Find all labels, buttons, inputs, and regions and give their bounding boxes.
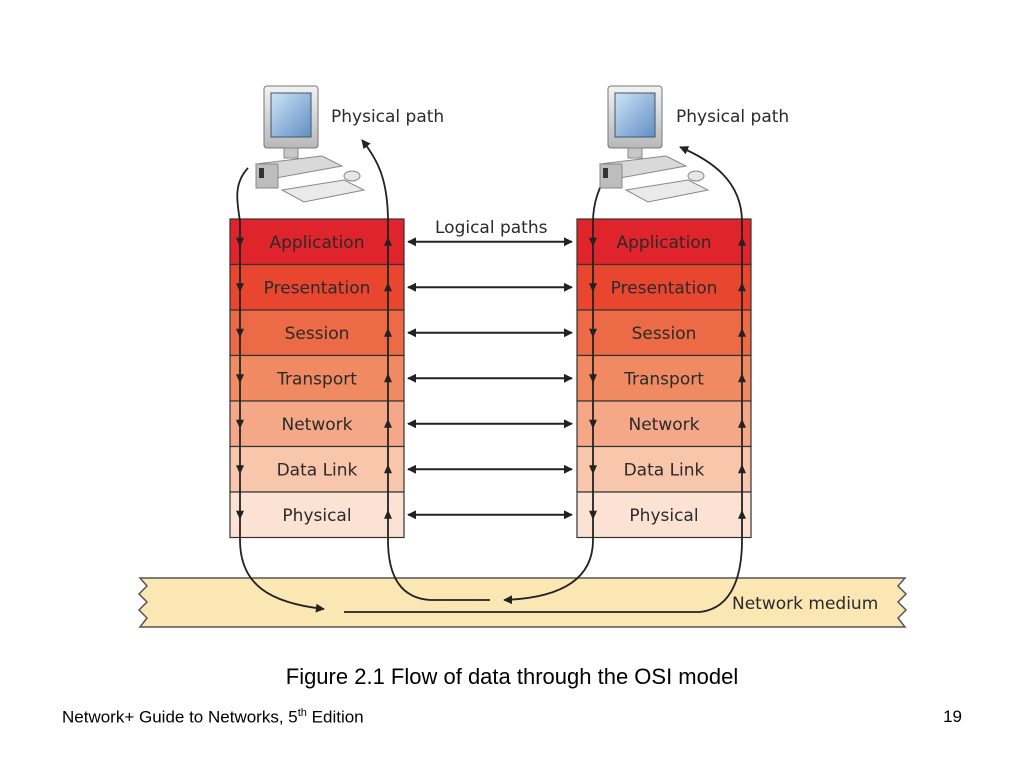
left-layer-transport [229, 354, 405, 402]
path-direction-arrowhead [589, 465, 597, 475]
left-layer-label: Physical [282, 506, 351, 526]
footer-title-main: Network+ Guide to Networks, 5 [62, 707, 298, 727]
path-direction-arrowhead [738, 236, 746, 246]
left-layer-session [229, 309, 405, 357]
path-direction-arrowhead [236, 419, 244, 429]
physical-path-left-label: Physical path [331, 107, 444, 127]
footer-title-end: Edition [306, 707, 364, 727]
right-layer-network [576, 400, 752, 448]
logical-path-arrows [407, 237, 573, 520]
left-layer-label: Session [285, 324, 350, 344]
path-direction-arrowhead [738, 418, 746, 428]
left-osi-stack: ApplicationPresentationSessionTransportN… [229, 218, 405, 539]
path-direction-arrowhead [589, 328, 597, 338]
path-direction-arrowhead [384, 509, 392, 519]
right-layer-label: Physical [629, 506, 698, 526]
path-direction-arrowhead [589, 419, 597, 429]
footer-book-title: Network+ Guide to Networks, 5th Edition [62, 707, 364, 728]
right-layer-transport [576, 354, 752, 402]
left-layer-label: Application [270, 233, 365, 253]
left-layer-label: Transport [276, 369, 357, 389]
medium-path [344, 146, 743, 613]
path-direction-arrowhead [738, 327, 746, 337]
left-layer-label: Data Link [277, 460, 358, 480]
path-direction-arrowhead [589, 237, 597, 247]
left-up-path [361, 139, 490, 601]
path-direction-arrowhead [738, 373, 746, 383]
path-direction-arrowhead [738, 464, 746, 474]
path-direction-arrowhead [236, 237, 244, 247]
path-direction-arrowhead [236, 374, 244, 384]
right-computer-icon [598, 85, 710, 203]
network-medium: Network medium [137, 577, 908, 628]
right-layer-label: Network [629, 415, 700, 435]
path-direction-arrowhead [738, 282, 746, 292]
left-computer-icon [254, 85, 366, 203]
right-layer-application [576, 218, 752, 266]
left-layer-label: Network [282, 415, 353, 435]
right-osi-stack: ApplicationPresentationSessionTransportN… [576, 218, 752, 539]
footer-title-superscript: th [297, 707, 307, 719]
right-layer-physical [576, 491, 752, 539]
path-direction-arrowhead [384, 418, 392, 428]
left-layer-data-link [229, 445, 405, 493]
right-layer-label: Session [632, 324, 697, 344]
page-number: 19 [943, 707, 962, 726]
path-direction-arrowhead [384, 236, 392, 246]
path-direction-arrowhead [384, 464, 392, 474]
figure-caption: Figure 2.1 Flow of data through the OSI … [285, 664, 739, 689]
left-down-path [236, 167, 325, 613]
path-direction-arrowhead [236, 283, 244, 293]
path-direction-arrowhead [384, 373, 392, 383]
physical-path-lines [236, 139, 743, 613]
path-direction-arrowhead [589, 510, 597, 520]
path-direction-arrowhead [589, 283, 597, 293]
path-direction-arrowhead [589, 374, 597, 384]
right-layer-label: Application [617, 233, 712, 253]
right-layer-label: Data Link [624, 460, 705, 480]
right-layer-label: Transport [623, 369, 704, 389]
path-direction-arrowhead [384, 327, 392, 337]
right-layer-label: Presentation [611, 278, 718, 298]
path-direction-arrowhead [236, 465, 244, 475]
path-direction-arrowhead [738, 509, 746, 519]
path-direction-arrowhead [384, 282, 392, 292]
left-layer-physical [229, 491, 405, 539]
logical-paths-label: Logical paths [435, 218, 548, 238]
left-layer-presentation [229, 263, 405, 311]
left-layer-label: Presentation [264, 278, 371, 298]
right-down-path [503, 167, 613, 605]
path-direction-arrowhead [236, 328, 244, 338]
physical-path-arrowheads [236, 236, 746, 520]
physical-path-right-label: Physical path [676, 107, 789, 127]
network-medium-label: Network medium [732, 594, 878, 614]
right-layer-session [576, 309, 752, 357]
left-layer-application [229, 218, 405, 266]
path-direction-arrowhead [236, 510, 244, 520]
